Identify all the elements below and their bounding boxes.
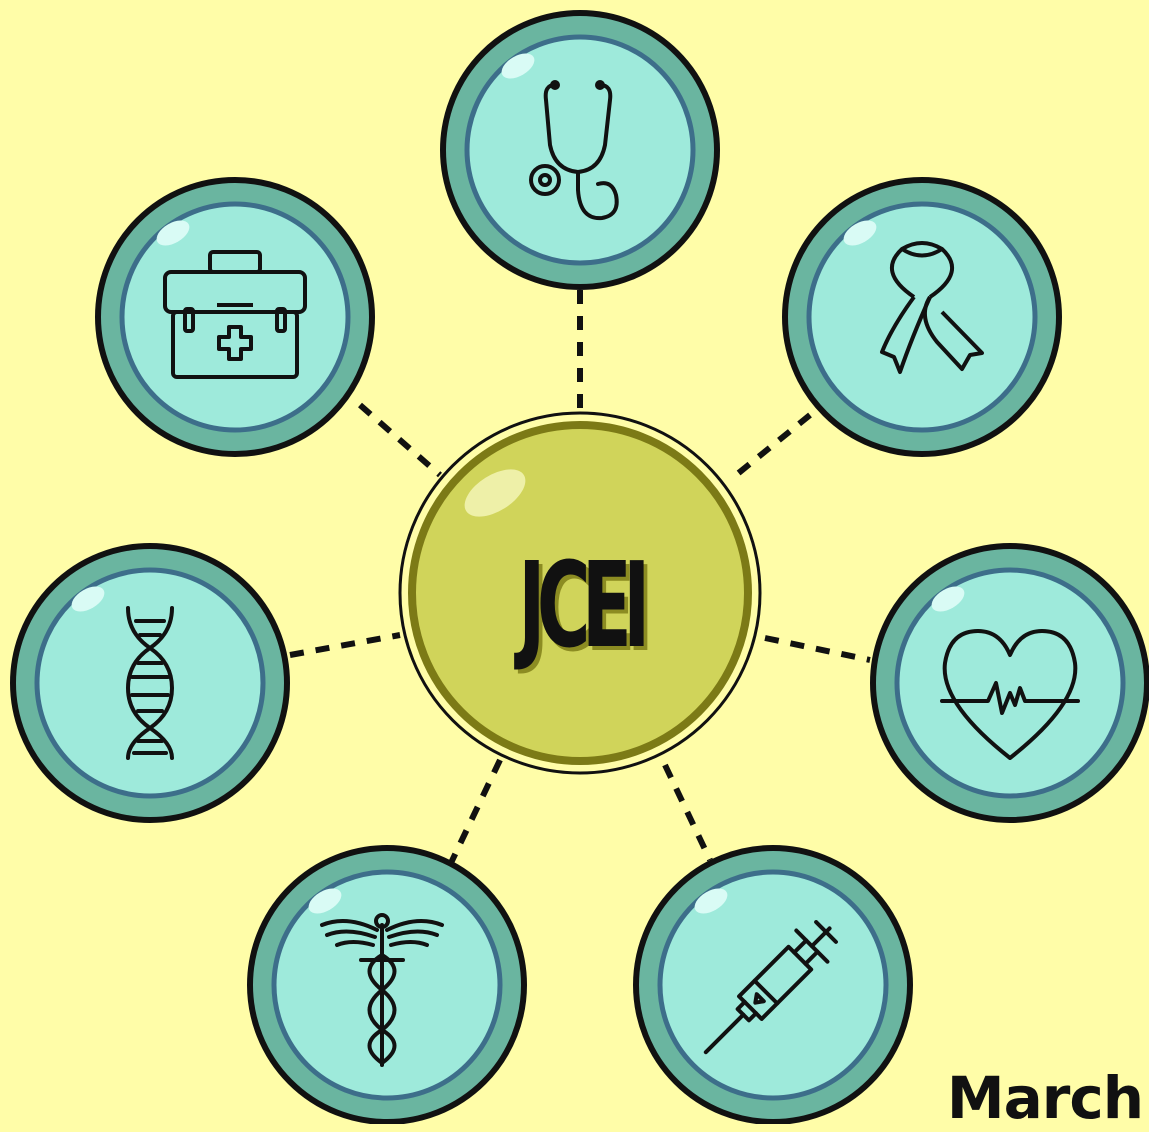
bubble-medical-kit	[98, 180, 372, 454]
connector-top-left	[358, 402, 442, 478]
dna-icon	[125, 606, 175, 760]
connector-right	[764, 635, 871, 663]
bubble-dna	[13, 546, 287, 820]
connector-bottom-left	[447, 758, 503, 867]
caduceus-icon	[320, 913, 444, 1067]
bubble-awareness-ribbon	[785, 180, 1059, 454]
bubble-caduceus	[250, 848, 524, 1122]
bubble-stethoscope	[443, 13, 717, 287]
connector-left	[289, 632, 401, 658]
connector-top-right	[728, 412, 812, 483]
stethoscope-icon	[529, 80, 619, 221]
center-circle	[398, 411, 762, 775]
connector-bottom-right	[662, 763, 713, 862]
bubble-syringe	[636, 848, 910, 1122]
connector-lines	[289, 290, 871, 867]
medical-kit-icon	[163, 250, 307, 379]
heartbeat-icon	[940, 629, 1080, 760]
bubble-heartbeat	[873, 546, 1147, 820]
syringe-icon	[703, 920, 838, 1055]
month-label: March	[946, 1064, 1144, 1132]
awareness-ribbon-icon	[880, 241, 984, 374]
